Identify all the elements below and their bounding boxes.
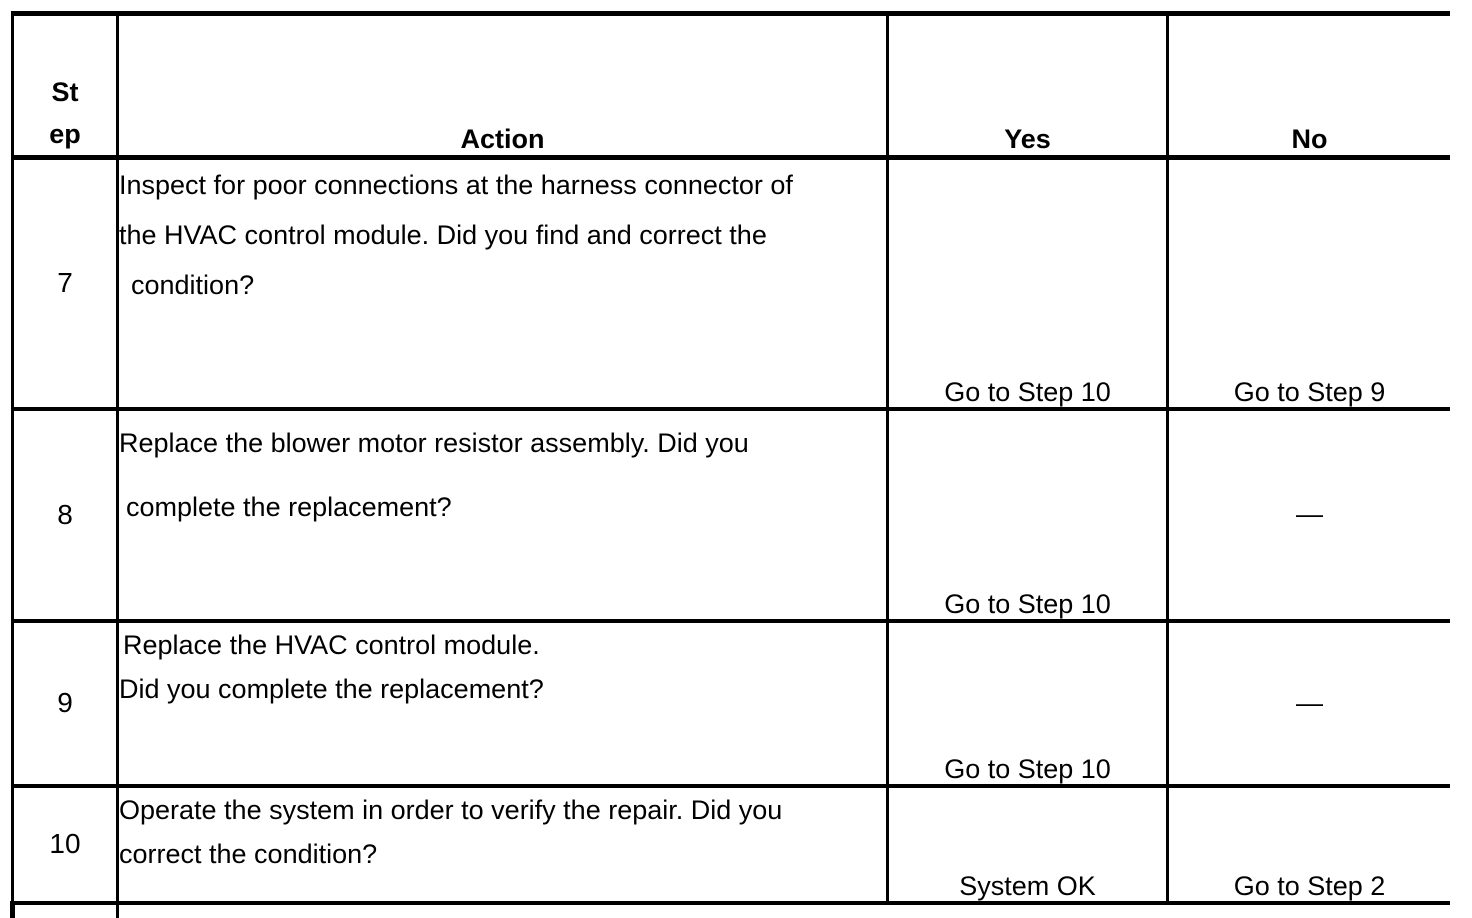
clipped-cell [1167, 900, 1450, 918]
action-cell: Replace the blower motor resistor assemb… [116, 406, 889, 623]
table-row-step-10: 10 Operate the system in order to verify… [11, 783, 1450, 905]
action-line: the HVAC control module. Did you find an… [119, 220, 767, 250]
table-row-step-7: 7 Inspect for poor connections at the ha… [11, 155, 1450, 411]
action-cell: Replace the HVAC control module. Did you… [116, 618, 889, 788]
header-step-line: St [51, 77, 79, 107]
header-step: St ep [11, 11, 119, 160]
yes-cell: Go to Step 10 [886, 406, 1169, 623]
action-cell: Operate the system in order to verify th… [116, 783, 889, 905]
clipped-next-row [10, 900, 1450, 918]
no-cell: — [1166, 406, 1450, 623]
yes-cell: System OK [886, 783, 1169, 905]
action-line: Operate the system in order to verify th… [119, 794, 783, 825]
step-cell: 8 [11, 406, 119, 623]
clipped-cell [116, 900, 888, 918]
diagnostic-table: St ep Action Yes No 7 Inspect for poor c… [10, 11, 1450, 918]
action-line: complete the replacement? [126, 491, 452, 522]
action-line: Inspect for poor connections at the harn… [119, 170, 793, 200]
clipped-cell [10, 900, 119, 918]
action-line: Replace the HVAC control module. [123, 629, 540, 660]
action-line: Replace the blower motor resistor assemb… [119, 427, 749, 458]
no-cell: — [1166, 618, 1450, 788]
action-line: condition? [131, 270, 255, 300]
yes-cell: Go to Step 10 [886, 618, 1169, 788]
no-cell: Go to Step 2 [1166, 783, 1450, 905]
clipped-cell [887, 900, 1168, 918]
step-cell: 9 [11, 618, 119, 788]
table-row-step-8: 8 Replace the blower motor resistor asse… [11, 406, 1450, 623]
action-line: correct the condition? [119, 838, 378, 869]
header-yes: Yes [886, 11, 1169, 160]
no-cell: Go to Step 9 [1166, 155, 1450, 411]
table-row-step-9: 9 Replace the HVAC control module. Did y… [11, 618, 1450, 788]
action-cell: Inspect for poor connections at the harn… [116, 155, 889, 411]
header-step-line: ep [49, 119, 81, 149]
header-action: Action [116, 11, 889, 160]
step-cell: 7 [11, 155, 119, 411]
step-cell: 10 [11, 783, 119, 905]
header-no: No [1166, 11, 1450, 160]
yes-cell: Go to Step 10 [886, 155, 1169, 411]
action-line: Did you complete the replacement? [119, 673, 544, 704]
header-row: St ep Action Yes No [11, 11, 1450, 160]
diagnostic-table-page: St ep Action Yes No 7 Inspect for poor c… [10, 11, 1450, 918]
